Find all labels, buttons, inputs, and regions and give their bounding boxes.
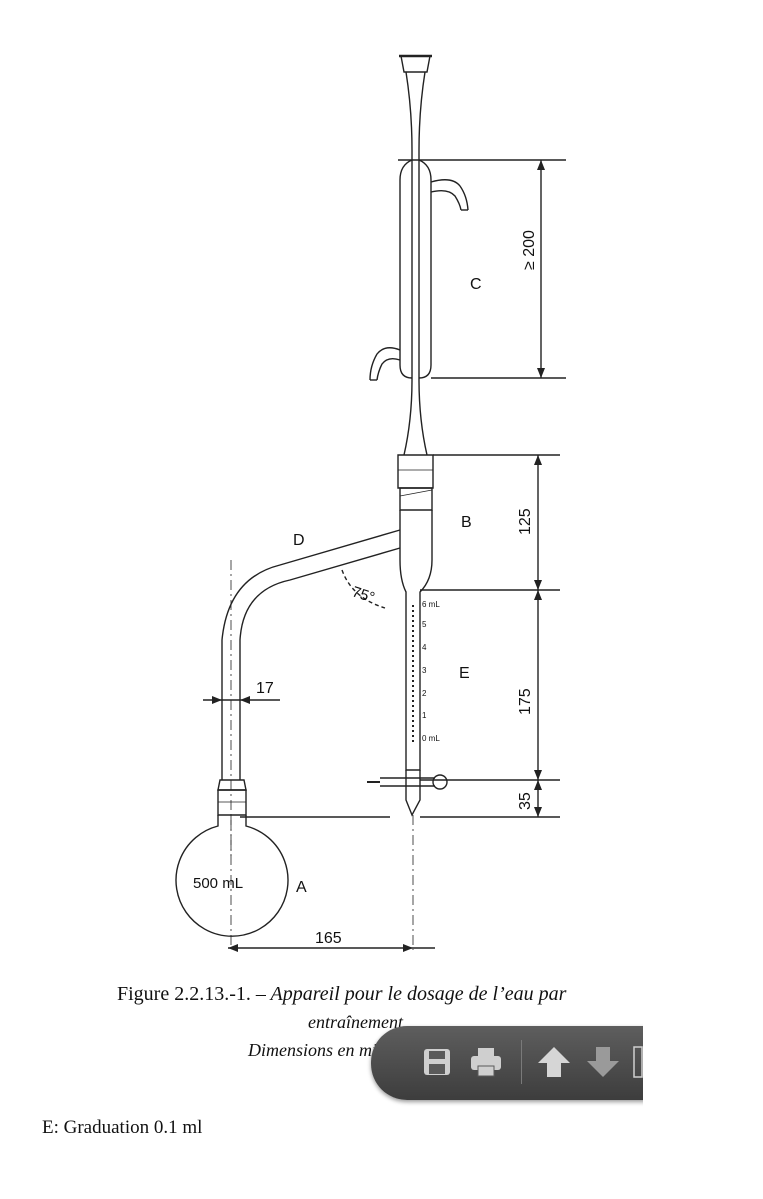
figure-units: Dimensions en millimètres	[248, 1040, 440, 1060]
side-arm-d	[221, 529, 401, 780]
save-icon[interactable]	[417, 1042, 457, 1082]
label-a: A	[296, 879, 307, 896]
graduation-note: E: Graduation 0.1 ml	[42, 1117, 203, 1138]
flask-a	[175, 815, 289, 937]
graduation-0: 0 mL	[422, 734, 440, 743]
joint-b	[397, 454, 434, 489]
figure-title-line1: – Appareil pour le dosage de l’eau par	[255, 983, 567, 1005]
dim-tube-diameter: 17	[256, 680, 274, 697]
arrow-up-icon[interactable]	[534, 1042, 574, 1082]
graduation-1: 1	[422, 711, 427, 720]
graduation-2: 2	[422, 689, 427, 698]
graduation-4: 4	[422, 643, 427, 652]
label-e: E	[459, 665, 470, 682]
toolbar-overflow[interactable]	[633, 1042, 643, 1082]
jacket-right	[418, 159, 432, 379]
print-icon[interactable]	[466, 1042, 506, 1082]
flask-volume-label: 500 mL	[193, 875, 243, 892]
label-b: B	[461, 514, 472, 531]
dim-condenser: ≥ 200	[521, 230, 538, 270]
graduation-6: 6 mL	[422, 600, 440, 609]
label-c: C	[470, 276, 482, 293]
graduation-5: 5	[422, 620, 427, 629]
label-d: D	[293, 532, 305, 549]
angle-label: 75°	[350, 583, 377, 606]
condenser-inner-right	[418, 71, 428, 456]
jacket-left	[399, 159, 413, 379]
figure-caption: Figure 2.2.13.-1. – Appareil pour le dos…	[117, 983, 637, 1006]
arrow-down-icon[interactable]	[583, 1042, 623, 1082]
graduation-3: 3	[422, 666, 427, 675]
figure-number: Figure 2.2.13.-1.	[117, 983, 251, 1005]
condenser-inner-left	[403, 71, 413, 456]
dim-trap-tube: 175	[517, 688, 534, 715]
figure-title-line2: entraînement	[308, 1012, 403, 1032]
top-stopper	[400, 55, 431, 73]
dim-stopcock: 35	[517, 792, 534, 810]
dim-horizontal: 165	[315, 930, 342, 947]
dim-trap-upper: 125	[517, 508, 534, 535]
